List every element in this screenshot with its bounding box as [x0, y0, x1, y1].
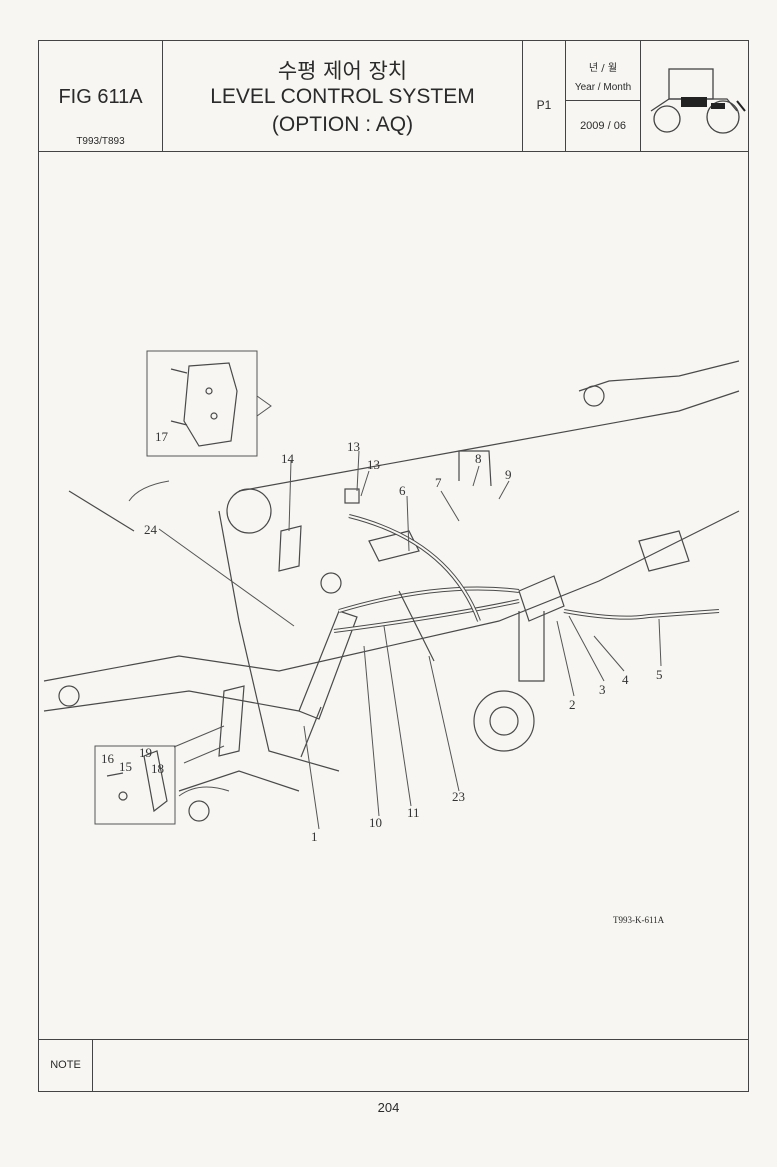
hose-8	[458, 450, 492, 487]
year-month-label-english: Year / Month	[574, 82, 632, 93]
drawing-reference-code: T993-K-611A	[613, 915, 665, 925]
bracket-18	[218, 685, 245, 757]
callout-numbers: 17 14 13 13 6 7 8 9 24 2 3 4 5 1 10 11 2…	[101, 429, 663, 844]
model-number: T993/T893	[76, 136, 125, 147]
title-korean: 수평 제어 장치	[277, 59, 408, 83]
note-label: NOTE	[39, 1040, 93, 1091]
year-month-cell: 년 / 월 Year / Month 2009 / 06	[566, 41, 641, 151]
valve-part-12	[344, 488, 360, 504]
page-code-cell: P1	[523, 41, 566, 151]
callout-9: 9	[505, 467, 512, 482]
callout-16: 16	[101, 751, 115, 766]
parts-diagram: 17 14 13 13 6 7 8 9 24 2 3 4 5 1 10 11 2…	[39, 151, 748, 1041]
inset-bracket-detail	[146, 350, 272, 457]
sensor-14	[278, 525, 302, 572]
exploded-view-illustration: 17 14 13 13 6 7 8 9 24 2 3 4 5 1 10 11 2…	[43, 350, 740, 844]
title-english: LEVEL CONTROL SYSTEM	[210, 85, 475, 108]
year-month-label-korean: 년 / 월	[588, 63, 618, 74]
tractor-frame	[43, 360, 740, 822]
figure-number: FIG 611A	[58, 86, 143, 108]
callout-4: 4	[622, 672, 629, 687]
arrow-24	[128, 480, 170, 502]
title-block: FIG 611A T993/T893 수평 제어 장치 LEVEL CONTRO…	[39, 41, 748, 152]
note-row: NOTE	[39, 1039, 748, 1091]
level-cylinder	[298, 572, 358, 758]
cable-tie	[68, 490, 135, 532]
callout-23: 23	[452, 789, 465, 804]
rod-23	[398, 590, 435, 662]
tractor-icon	[650, 68, 746, 134]
callout-6: 6	[399, 483, 406, 498]
callout-12: 13	[347, 439, 360, 454]
callout-17: 17	[155, 429, 169, 444]
callout-14: 14	[281, 451, 295, 466]
page-code: P1	[536, 98, 552, 112]
arrow-inset	[178, 786, 230, 797]
callout-15: 15	[119, 759, 132, 774]
callout-3: 3	[599, 682, 606, 697]
drawing-sheet: FIG 611A T993/T893 수평 제어 장치 LEVEL CONTRO…	[38, 40, 749, 1092]
page-number: 204	[377, 1100, 400, 1115]
callout-7: 7	[435, 475, 442, 490]
callout-5: 5	[656, 667, 663, 682]
figure-cell: FIG 611A T993/T893	[39, 41, 163, 151]
title-cell: 수평 제어 장치 LEVEL CONTROL SYSTEM (OPTION : …	[163, 41, 523, 151]
leader-lines	[158, 450, 662, 830]
callout-24: 24	[144, 522, 158, 537]
callout-8: 8	[475, 451, 482, 466]
callout-1: 1	[311, 829, 318, 844]
valve-block	[518, 575, 565, 622]
callout-10: 10	[369, 815, 382, 830]
year-month-value: 2009 / 06	[580, 120, 626, 132]
callout-11: 11	[407, 805, 420, 820]
inset-pin-detail	[94, 745, 176, 825]
callout-19: 19	[139, 745, 152, 760]
callout-13: 13	[367, 457, 380, 472]
year-month-label-box: 년 / 월 Year / Month	[566, 41, 640, 101]
hose-6	[348, 514, 481, 622]
title-option: (OPTION : AQ)	[271, 113, 414, 136]
tractor-icon-cell	[641, 41, 750, 151]
callout-2: 2	[569, 697, 576, 712]
callout-18: 18	[151, 761, 164, 776]
